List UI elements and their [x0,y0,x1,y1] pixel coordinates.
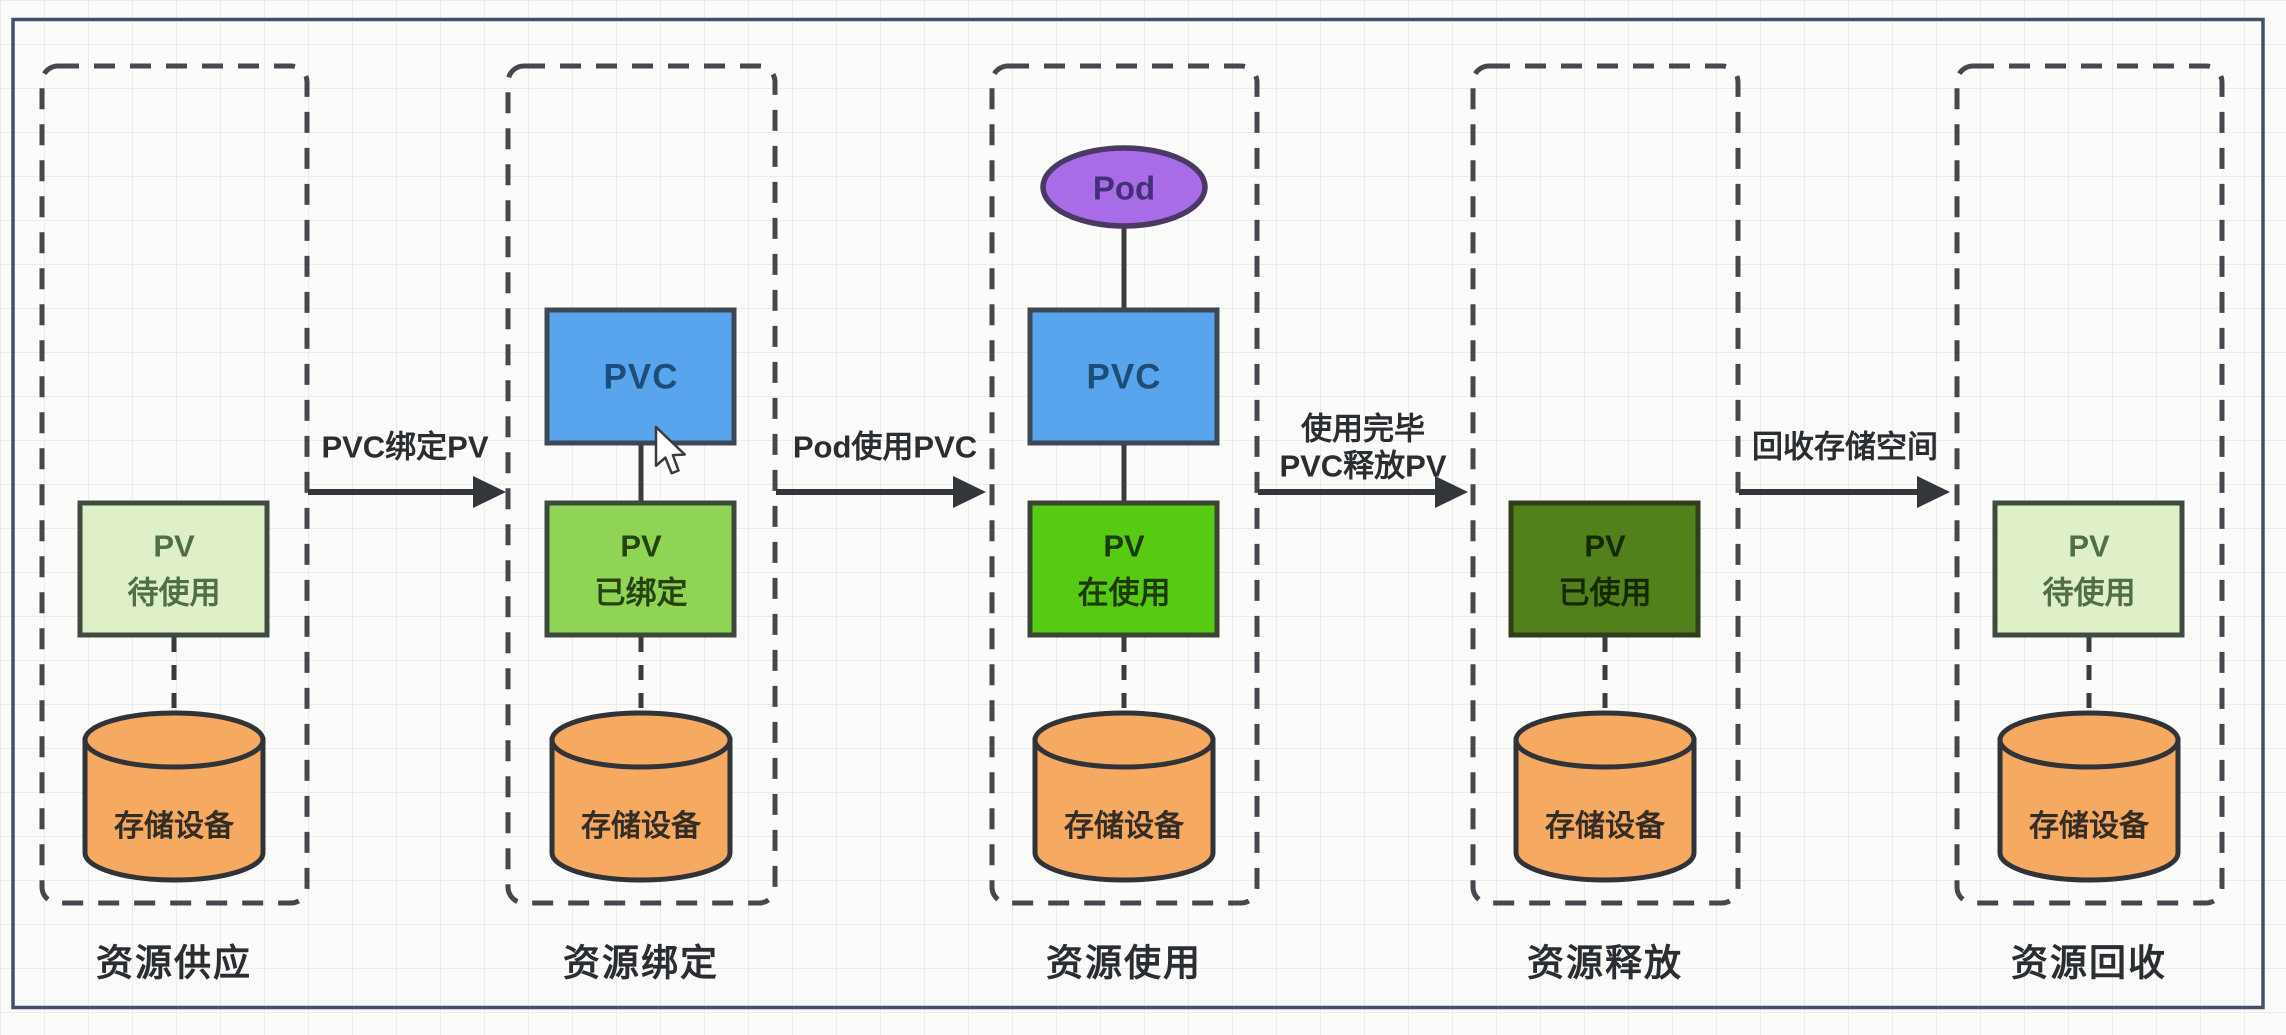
pv-box-state-3: 在使用 [1077,575,1171,611]
pv-box-state-4: 已使用 [1558,575,1652,611]
mouse-cursor-icon [654,425,686,475]
stage-column-using [989,63,1260,906]
stage-label-reclaim: 资源回收 [2011,942,2167,984]
storage-label-5: 存储设备 [2029,810,2149,843]
pod-label: Pod [1092,169,1156,207]
pv-box-title-5: PV [2068,528,2110,564]
pv-box-state-1: 待使用 [127,575,221,611]
pv-box-title-1: PV [153,528,195,564]
pvc-box-using [1027,307,1220,446]
pv-box-available-5 [1992,500,2185,638]
storage-cylinder-3 [1032,710,1216,883]
pv-box-state-2: 已绑定 [594,575,688,611]
pvc-box-binding [544,307,737,446]
storage-label-2: 存储设备 [581,810,701,843]
transition-label-4: 回收存储空间 [1752,429,1938,465]
stage-column-release [1470,63,1741,906]
transition-arrow-4 [1739,476,1950,508]
transition-arrow-3 [1258,476,1468,508]
stage-label-provision: 资源供应 [96,942,252,984]
storage-label-1: 存储设备 [114,810,234,843]
canvas-border [11,17,2265,1010]
stage-label-release: 资源释放 [1527,942,1683,984]
transition-label-3-line2: PVC释放PV [1279,448,1447,484]
pv-box-used [1508,500,1701,638]
pv-box-available-1 [77,500,270,638]
pv-box-title-4: PV [1584,528,1626,564]
storage-label-3: 存储设备 [1064,810,1184,843]
stage-label-binding: 资源绑定 [563,942,719,984]
stage-label-using: 资源使用 [1046,942,1202,984]
pvc-box-label-binding: PVC [603,357,679,397]
stage-column-binding [505,63,778,906]
stage-column-provision [39,63,310,906]
transition-label-3-line1: 使用完毕 [1301,411,1425,447]
transition-arrow-2 [776,476,986,508]
pv-box-bound [544,500,737,638]
pv-box-state-5: 待使用 [2042,575,2136,611]
pvc-box-label-using: PVC [1086,357,1162,397]
storage-cylinder-1 [82,710,266,883]
storage-cylinder-5 [1997,710,2181,883]
transition-label-2: Pod使用PVC [792,429,978,465]
transition-label-1: PVC绑定PV [321,429,489,465]
pv-box-inuse [1027,500,1220,638]
stage-column-reclaim [1954,63,2225,906]
transition-arrow-1 [308,476,506,508]
pv-box-title-2: PV [620,528,662,564]
storage-cylinder-2 [549,710,733,883]
storage-label-4: 存储设备 [1545,810,1665,843]
pv-box-title-3: PV [1103,528,1145,564]
pod-ellipse [1040,145,1208,229]
storage-cylinder-4 [1513,710,1697,883]
